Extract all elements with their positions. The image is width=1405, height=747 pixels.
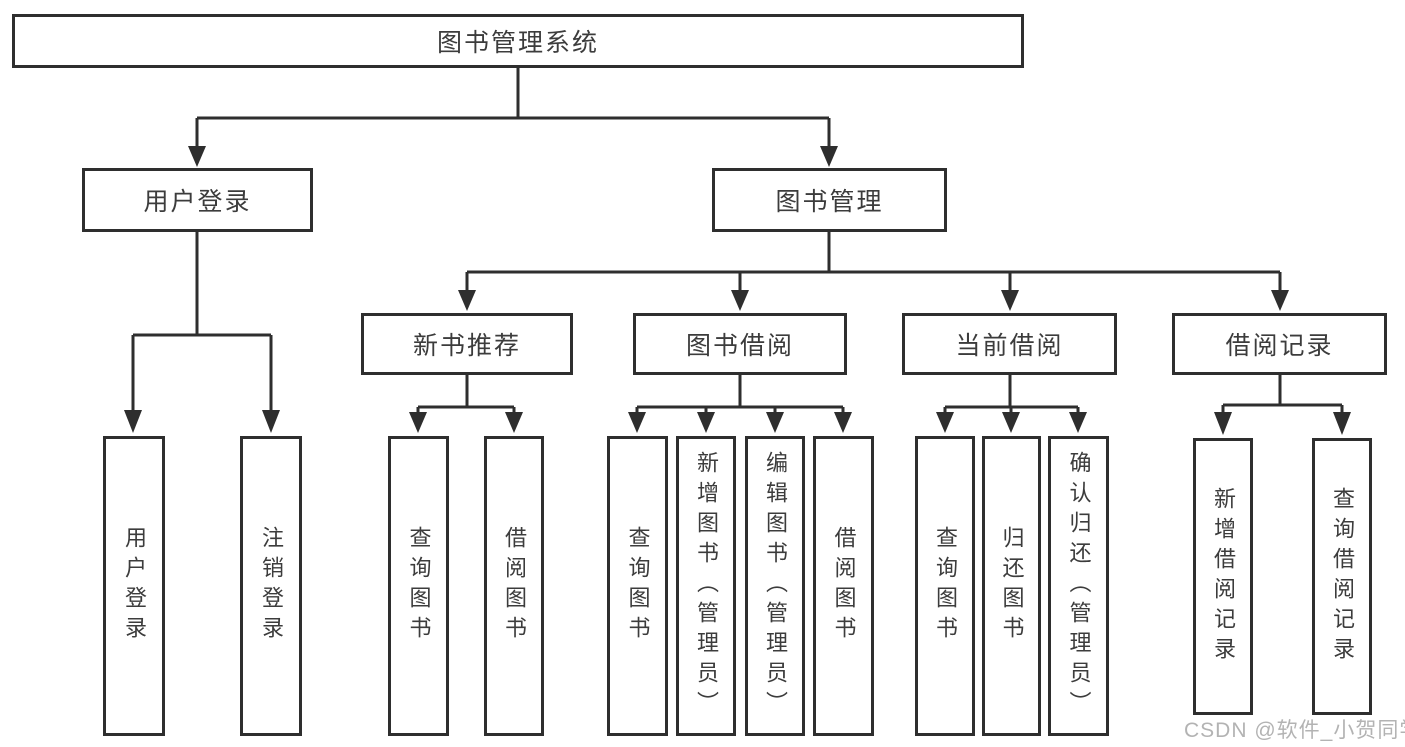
leaf-edit-book-admin: 编辑图书（管理员） (745, 436, 805, 736)
leaf-confirm-return-admin: 确认归还（管理员） (1048, 436, 1109, 736)
node-book-borrow: 图书借阅 (633, 313, 847, 375)
leaf-confirm-return-admin-label: 确认归还（管理员） (1066, 451, 1092, 721)
leaf-query-book-borrow-label: 查询图书 (625, 526, 651, 646)
leaf-add-book-admin: 新增图书（管理员） (676, 436, 736, 736)
leaf-query-book-borrow: 查询图书 (607, 436, 668, 736)
leaf-query-book-current-label: 查询图书 (933, 526, 958, 646)
leaf-query-book-recommend: 查询图书 (388, 436, 449, 736)
node-book-management-label: 图书管理 (775, 188, 884, 216)
csdn-watermark: CSDN @软件_小贺同学 (1184, 719, 1405, 742)
node-new-book-recommend: 新书推荐 (361, 313, 573, 375)
leaf-user-login: 用户登录 (103, 436, 165, 736)
leaf-return-book: 归还图书 (982, 436, 1041, 736)
node-user-login: 用户登录 (82, 168, 313, 232)
leaf-logout: 注销登录 (240, 436, 302, 736)
node-new-book-recommend-label: 新书推荐 (412, 332, 521, 360)
leaf-borrow-book: 借阅图书 (813, 436, 874, 736)
leaf-return-book-label: 归还图书 (999, 526, 1025, 646)
node-user-login-label: 用户登录 (143, 188, 252, 216)
leaf-query-borrow-record: 查询借阅记录 (1312, 438, 1372, 715)
node-book-management: 图书管理 (712, 168, 947, 232)
node-book-borrow-label: 图书借阅 (685, 332, 794, 360)
leaf-borrow-book-recommend: 借阅图书 (484, 436, 544, 736)
node-root-label: 图书管理系统 (436, 29, 599, 57)
leaf-query-borrow-record-label: 查询借阅记录 (1330, 486, 1355, 667)
leaf-query-book-recommend-label: 查询图书 (406, 526, 432, 646)
leaf-logout-label: 注销登录 (259, 526, 284, 646)
leaf-add-book-admin-label: 新增图书（管理员） (694, 451, 719, 721)
leaf-edit-book-admin-label: 编辑图书（管理员） (763, 451, 788, 721)
leaf-user-login-label: 用户登录 (122, 526, 147, 646)
node-root: 图书管理系统 (12, 14, 1024, 68)
node-borrow-record-label: 借阅记录 (1225, 332, 1334, 360)
leaf-add-borrow-record-label: 新增借阅记录 (1211, 486, 1236, 667)
node-current-borrow-label: 当前借阅 (955, 332, 1064, 360)
leaf-borrow-book-recommend-label: 借阅图书 (502, 526, 527, 646)
node-current-borrow: 当前借阅 (902, 313, 1117, 375)
leaf-borrow-book-label: 借阅图书 (831, 526, 857, 646)
leaf-add-borrow-record: 新增借阅记录 (1193, 438, 1253, 715)
leaf-query-book-current: 查询图书 (915, 436, 975, 736)
node-borrow-record: 借阅记录 (1172, 313, 1387, 375)
